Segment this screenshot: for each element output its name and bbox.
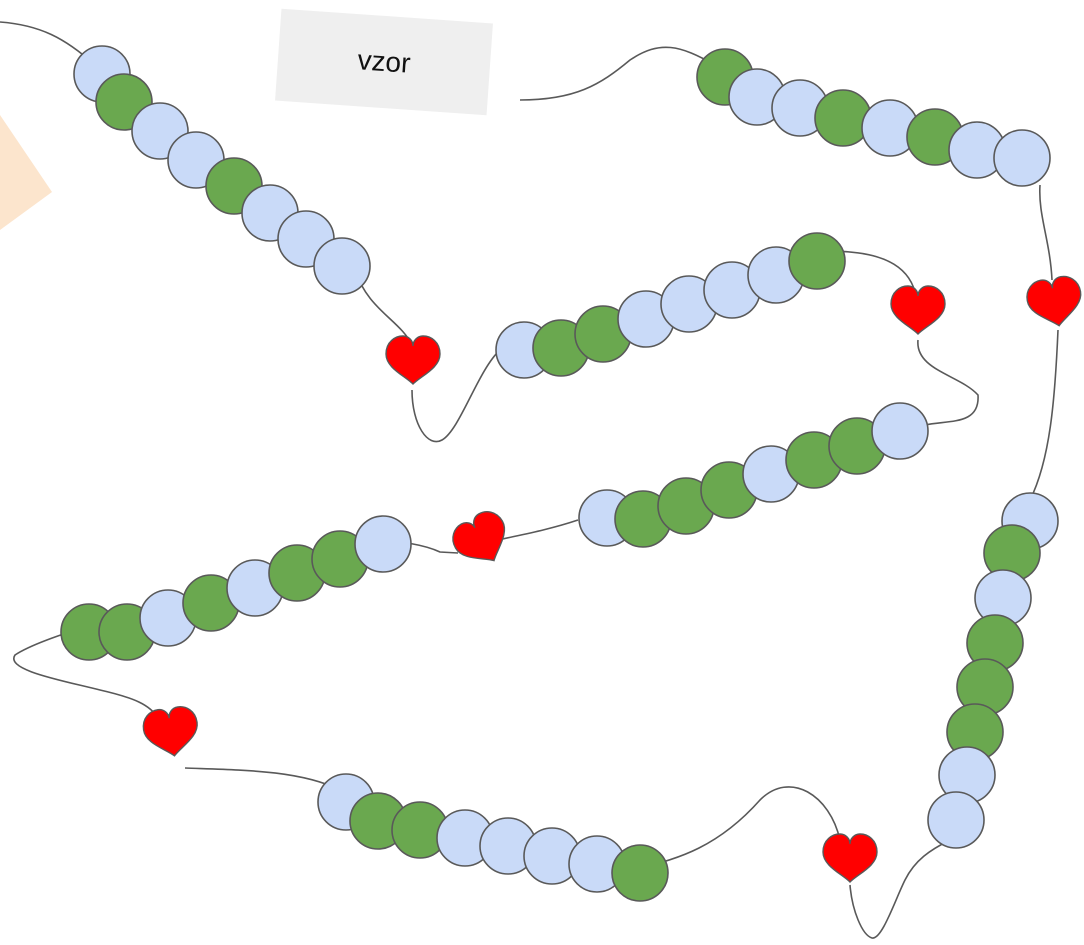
bead-green-icon — [788, 232, 846, 290]
heart-icon — [142, 706, 198, 757]
heart-icon — [452, 511, 506, 562]
string-group — [0, 21, 1059, 939]
string-segment — [849, 839, 951, 939]
string-segment — [13, 624, 159, 719]
heart-icon — [890, 285, 946, 335]
accent-shape — [0, 115, 52, 230]
string-segment — [411, 349, 501, 443]
string-segment — [497, 519, 579, 541]
string-segment — [1038, 184, 1053, 281]
bead-light-icon — [927, 791, 985, 849]
string-segment — [519, 46, 716, 101]
heart-icon — [1026, 275, 1082, 327]
string-segment — [917, 339, 979, 426]
string-segment — [1029, 329, 1059, 501]
label-text: vzor — [356, 44, 412, 79]
bead-group — [60, 45, 1059, 902]
bead-green-icon — [611, 844, 669, 902]
bead-light-icon — [354, 515, 412, 573]
label-card: vzor — [275, 8, 493, 116]
heart-icon — [822, 833, 878, 883]
string-segment — [184, 767, 341, 791]
bead-light-icon — [313, 237, 371, 295]
heart-group — [142, 275, 1082, 883]
bead-light-icon — [993, 129, 1051, 187]
string-segment — [629, 786, 841, 871]
heart-icon — [385, 335, 441, 385]
bead-light-icon — [871, 402, 929, 460]
bead-green-icon — [814, 89, 872, 147]
